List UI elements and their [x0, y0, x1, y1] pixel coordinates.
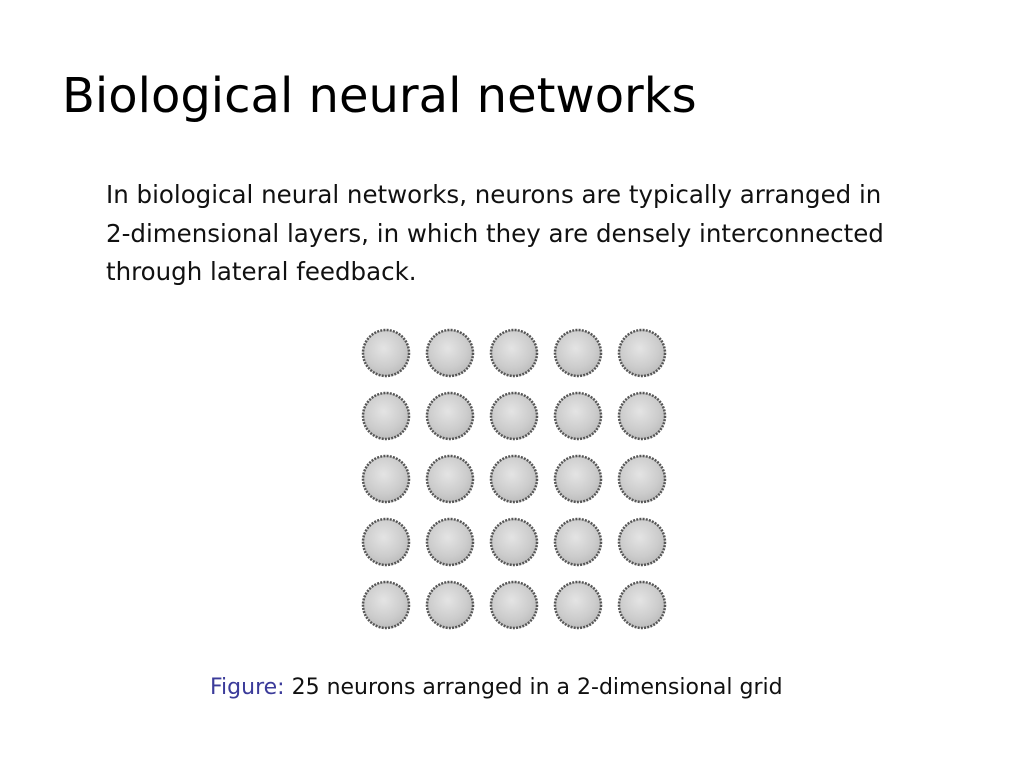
neuron-3-5 — [617, 454, 667, 504]
neuron-2-5 — [617, 391, 667, 441]
neuron-5-5 — [617, 580, 667, 630]
body-paragraph: In biological neural networks, neurons a… — [106, 176, 926, 292]
neuron-3-2 — [425, 454, 475, 504]
caption-text: 25 neurons arranged in a 2-dimensional g… — [291, 675, 783, 700]
neuron-1-4 — [553, 328, 603, 378]
neuron-2-4 — [553, 391, 603, 441]
neuron-5-2 — [425, 580, 475, 630]
neuron-1-2 — [425, 328, 475, 378]
neuron-3-3 — [489, 454, 539, 504]
neuron-2-1 — [361, 391, 411, 441]
body-line-3: through lateral feedback. — [106, 257, 417, 286]
neuron-4-2 — [425, 517, 475, 567]
caption-label: Figure: — [210, 675, 285, 700]
neuron-1-1 — [361, 328, 411, 378]
neuron-2-3 — [489, 391, 539, 441]
neuron-4-1 — [361, 517, 411, 567]
neuron-3-4 — [553, 454, 603, 504]
neuron-1-3 — [489, 328, 539, 378]
neuron-4-5 — [617, 517, 667, 567]
slide-title: Biological neural networks — [62, 68, 697, 124]
neuron-grid-figure — [361, 328, 667, 630]
neuron-1-5 — [617, 328, 667, 378]
body-line-1: In biological neural networks, neurons a… — [106, 180, 882, 209]
neuron-5-4 — [553, 580, 603, 630]
neuron-2-2 — [425, 391, 475, 441]
neuron-4-4 — [553, 517, 603, 567]
figure-caption: Figure: 25 neurons arranged in a 2-dimen… — [210, 672, 783, 704]
neuron-3-1 — [361, 454, 411, 504]
neuron-5-1 — [361, 580, 411, 630]
neuron-4-3 — [489, 517, 539, 567]
neuron-layer — [361, 328, 667, 630]
neuron-5-3 — [489, 580, 539, 630]
body-line-2: 2-dimensional layers, in which they are … — [106, 218, 884, 248]
